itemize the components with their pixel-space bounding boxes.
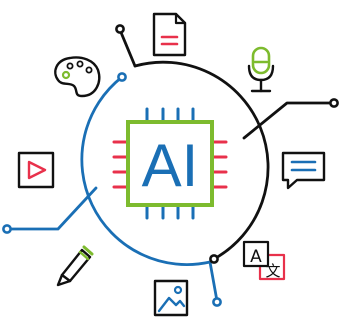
image-icon (153, 279, 189, 317)
chat-bubble-icon (281, 151, 326, 190)
black-orbit-arc (133, 60, 270, 261)
top-connector (118, 28, 137, 68)
ai-chip: AI (112, 107, 228, 220)
chip-right-pins (211, 140, 228, 189)
bottom-connector (208, 260, 219, 303)
chip-label: AI (142, 132, 199, 199)
microphone-icon (247, 46, 275, 93)
orbit-arcs (80, 60, 270, 266)
pencil-icon (56, 245, 94, 287)
right-connector (242, 101, 335, 140)
top-dot (115, 24, 125, 34)
bottom-right-dot (212, 297, 222, 307)
chip-top-pins (145, 107, 195, 123)
translate-letter-b: 文 (265, 262, 280, 280)
terminal-dots (2, 24, 339, 307)
translate-letter-a: A (250, 247, 262, 267)
blue-orbit-arc (80, 75, 212, 266)
arc-blue-dot (117, 72, 127, 82)
arc-black-dot (209, 254, 219, 264)
document-icon (152, 12, 187, 57)
chip-left-pins (112, 140, 129, 189)
chip-bottom-pins (145, 204, 195, 220)
translate-icon: A 文 (242, 240, 286, 281)
video-play-icon (17, 151, 55, 189)
chip-board (126, 120, 214, 207)
left-dot (2, 224, 12, 234)
palette-icon (54, 56, 101, 98)
left-connector (5, 186, 98, 231)
right-dot (329, 98, 339, 108)
connector-lines (5, 28, 335, 303)
